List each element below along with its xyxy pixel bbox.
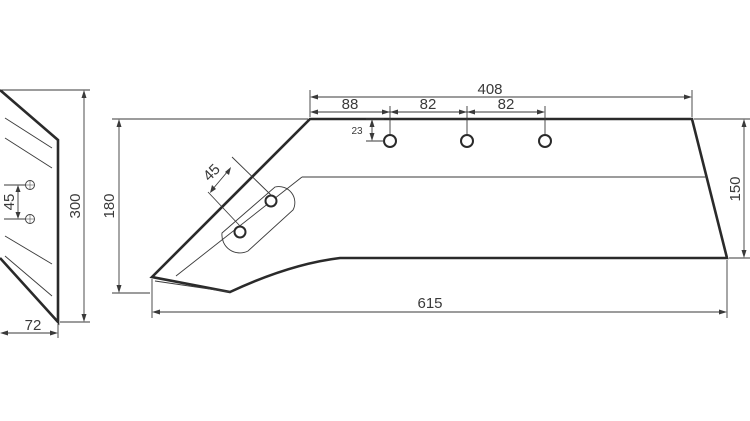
side-view-outline [0, 89, 60, 326]
slot-hole-upper [264, 194, 278, 208]
mounting-hole-3 [538, 134, 552, 148]
overall-length-label: 615 [417, 295, 442, 312]
hole-offset-label: 88 [342, 96, 359, 113]
side-view: 45 300 72 [0, 89, 90, 338]
side-view-inner-line [4, 137, 53, 169]
mounting-slot [221, 186, 296, 254]
side-view-inner-line [4, 235, 53, 265]
hole-spacing-1-label: 82 [420, 96, 437, 113]
mounting-hole-2 [460, 134, 474, 148]
hole-spacing-2-label: 82 [498, 96, 515, 113]
slot-spacing-label: 45 [200, 161, 224, 185]
main-view: 45 23 408 88 82 82 18 [101, 81, 750, 318]
side-view-inner-line [4, 255, 53, 297]
side-view-inner-line [4, 117, 53, 149]
hole-drop-label: 23 [351, 126, 363, 137]
share-outline [149, 117, 729, 294]
slot-hole-lower [233, 225, 247, 239]
side-height-label: 300 [67, 193, 84, 218]
share-inner-line [154, 280, 231, 293]
side-width-label: 72 [25, 317, 42, 334]
side-hole-top [25, 180, 35, 190]
mounting-hole-1 [383, 134, 397, 148]
top-length-label: 408 [477, 81, 502, 98]
side-hole-bottom [25, 214, 35, 224]
height-right-label: 150 [727, 176, 744, 201]
side-hole-spacing-label: 45 [1, 194, 18, 211]
height-left-label: 180 [101, 193, 118, 218]
